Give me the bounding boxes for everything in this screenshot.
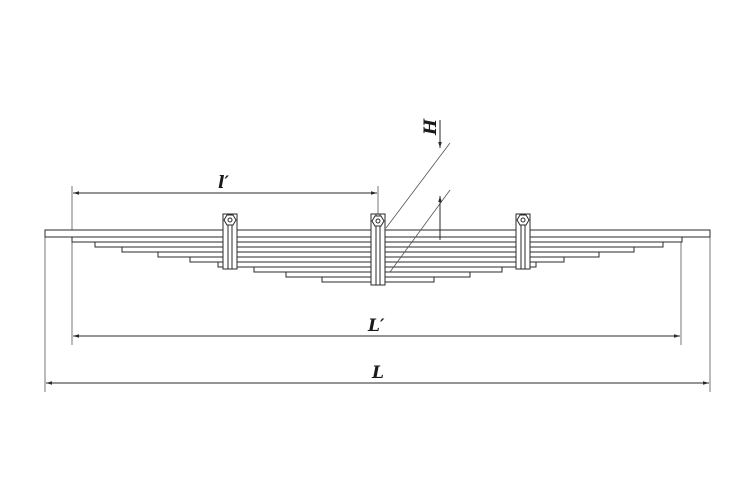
center-bolt bbox=[370, 213, 386, 286]
label-big-l-prime: L′ bbox=[367, 316, 385, 336]
right-clamp-body bbox=[515, 213, 531, 270]
dimension-small-l: l′ bbox=[73, 173, 377, 195]
left-clamp bbox=[222, 213, 238, 270]
left-clamp-body bbox=[222, 213, 238, 270]
center-bolt-body bbox=[370, 213, 386, 286]
dimension-h: H bbox=[421, 118, 442, 240]
diagonal-line-upper bbox=[385, 142, 451, 229]
right-clamp bbox=[515, 213, 531, 270]
label-big-l: L bbox=[371, 363, 384, 383]
dimension-big-l-prime: L′ bbox=[73, 316, 680, 338]
label-small-l: l′ bbox=[218, 173, 229, 193]
dimension-big-l: L bbox=[46, 363, 709, 385]
label-h: H bbox=[421, 118, 441, 136]
